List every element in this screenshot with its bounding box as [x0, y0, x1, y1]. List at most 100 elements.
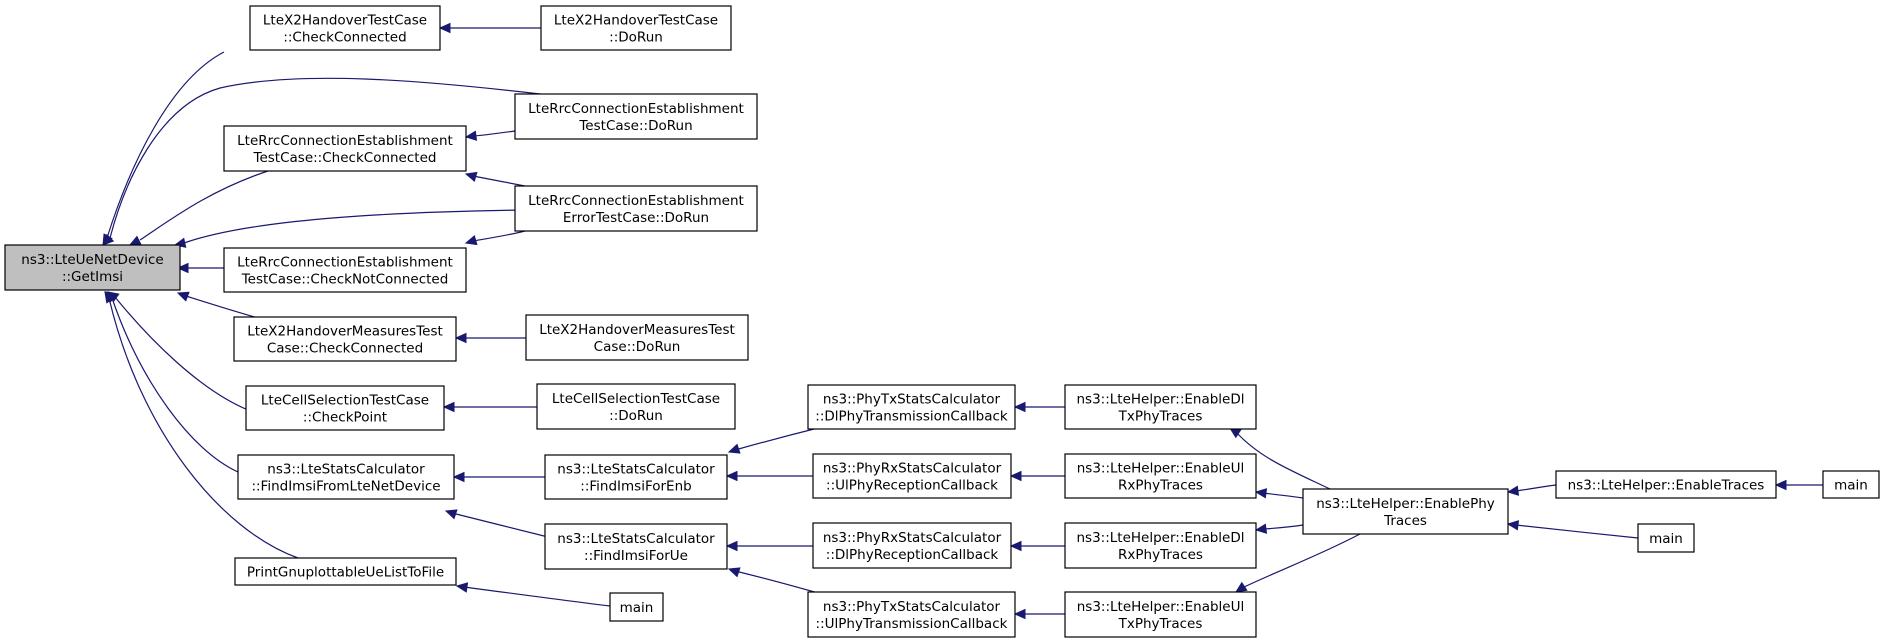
node-box	[1637, 523, 1695, 553]
node-label: TestCase::CheckConnected	[253, 150, 437, 166]
node-label: LteCellSelectionTestCase	[552, 391, 720, 407]
graph-node[interactable]: main	[1637, 523, 1695, 553]
graph-node[interactable]: LteCellSelectionTestCase::CheckPoint	[245, 385, 445, 431]
node-box	[1822, 470, 1880, 499]
arrow-head-icon	[102, 233, 115, 246]
edge-line	[185, 295, 259, 319]
arrow-head-icon	[455, 582, 469, 593]
edge-line	[114, 296, 249, 411]
node-box	[536, 383, 736, 430]
graph-node[interactable]: LteRrcConnectionEstablishmentErrorTestCa…	[514, 185, 758, 232]
node-label: LteRrcConnectionEstablishment	[528, 193, 744, 209]
edge-n21-to-n17	[1009, 470, 1066, 482]
graph-node[interactable]: main	[1822, 470, 1880, 499]
node-label: ::DlPhyTransmissionCallback	[815, 409, 1008, 425]
edge-n25-to-n24	[1506, 484, 1557, 496]
node-box	[1302, 488, 1509, 535]
node-box	[1064, 384, 1257, 430]
arrow-head-icon	[1254, 523, 1268, 534]
node-label: LteRrcConnectionEstablishment	[528, 101, 744, 117]
edge-line	[451, 512, 549, 538]
node-box	[1064, 591, 1257, 638]
node-box	[514, 93, 758, 140]
edge-n6-to-n0	[176, 262, 224, 274]
node-label: ::GetImsi	[62, 269, 123, 285]
arrow-head-icon	[725, 470, 738, 482]
graph-node[interactable]: ns3::LteHelper::EnableTraces	[1555, 470, 1777, 499]
node-box	[807, 384, 1016, 430]
node-box	[807, 591, 1016, 638]
graph-node[interactable]: main	[609, 592, 664, 622]
edge-n14-to-n0	[104, 290, 299, 559]
edge-n13-to-n11	[444, 509, 549, 538]
edge-n5-to-n6	[464, 230, 526, 246]
edge-n17-to-n12	[725, 470, 814, 482]
node-box	[1064, 522, 1257, 569]
arrow-head-icon	[442, 401, 455, 413]
node-label: TestCase::DoRun	[578, 118, 692, 134]
edge-line	[472, 175, 526, 187]
edge-n22-to-n18	[1009, 540, 1065, 552]
graph-node[interactable]: LteX2HandoverTestCase::DoRun	[540, 5, 732, 51]
graph-node[interactable]: ns3::PhyRxStatsCalculator::UlPhyReceptio…	[812, 453, 1012, 499]
node-box	[237, 454, 455, 500]
graph-node[interactable]: ns3::LteStatsCalculator::FindImsiForUe	[544, 523, 728, 570]
node-box	[812, 522, 1012, 569]
edge-n15-to-n14	[455, 582, 611, 607]
edge-n1-to-n0	[102, 51, 225, 247]
node-label: Traces	[1383, 513, 1427, 529]
edge-n3-to-n0	[102, 77, 541, 246]
root-node[interactable]: ns3::LteUeNetDevice::GetImsi	[4, 244, 181, 291]
edges-layer	[102, 22, 1823, 620]
graph-node[interactable]: ns3::LteStatsCalculator::FindImsiForEnb	[544, 454, 728, 500]
edge-n4-to-n0	[128, 170, 269, 246]
graph-node[interactable]: ns3::PhyTxStatsCalculator::DlPhyTransmis…	[807, 384, 1016, 430]
graph-node[interactable]: LteRrcConnectionEstablishmentTestCase::C…	[223, 125, 467, 172]
node-box	[223, 125, 467, 172]
edge-n24-to-n23	[1234, 533, 1361, 593]
arrow-head-icon	[128, 235, 142, 246]
arrow-head-icon	[452, 471, 465, 483]
node-label: ns3::LteStatsCalculator	[557, 462, 715, 478]
node-label: LteX2HandoverTestCase	[554, 13, 718, 29]
edge-line	[734, 570, 819, 594]
node-label: ns3::PhyRxStatsCalculator	[823, 530, 1002, 546]
node-box	[544, 523, 728, 570]
edge-n10-to-n9	[442, 401, 538, 413]
arrow-head-icon	[464, 130, 478, 141]
node-box	[4, 244, 181, 291]
node-label: LteX2HandoverMeasuresTest	[539, 322, 735, 338]
node-box	[233, 316, 457, 362]
arrow-head-icon	[1009, 470, 1022, 482]
edge-n24-to-n21	[1254, 488, 1304, 499]
node-box	[223, 247, 467, 293]
graph-node[interactable]: LteRrcConnectionEstablishmentTestCase::D…	[514, 93, 758, 140]
graph-node[interactable]: ns3::PhyRxStatsCalculator::DlPhyReceptio…	[812, 522, 1012, 569]
graph-node[interactable]: LteRrcConnectionEstablishmentTestCase::C…	[223, 247, 467, 293]
graph-node[interactable]: PrintGnuplottableUeListToFile	[234, 557, 457, 586]
arrow-head-icon	[464, 171, 478, 182]
graph-node[interactable]: LteCellSelectionTestCase::DoRun	[536, 383, 736, 430]
graph-node[interactable]: LteX2HandoverMeasuresTestCase::CheckConn…	[233, 316, 457, 362]
graph-node[interactable]: LteX2HandoverTestCase::CheckConnected	[249, 5, 441, 51]
arrow-head-icon	[1234, 581, 1248, 593]
node-label: ns3::PhyTxStatsCalculator	[823, 392, 1001, 408]
graph-node[interactable]: ns3::LteStatsCalculator::FindImsiFromLte…	[237, 454, 455, 500]
node-label: ::CheckConnected	[283, 30, 406, 46]
edge-n23-to-n19	[1013, 608, 1066, 620]
node-label: main	[1834, 478, 1868, 494]
node-label: ErrorTestCase::DoRun	[563, 210, 709, 226]
node-box	[234, 557, 457, 586]
edge-line	[1241, 533, 1361, 589]
arrow-head-icon	[1506, 520, 1520, 531]
arrow-head-icon	[1013, 608, 1026, 620]
node-box	[1064, 453, 1257, 499]
graph-node[interactable]: ns3::PhyTxStatsCalculator::UlPhyTransmis…	[807, 591, 1016, 638]
node-label: ns3::LteHelper::EnableUl	[1077, 461, 1245, 477]
